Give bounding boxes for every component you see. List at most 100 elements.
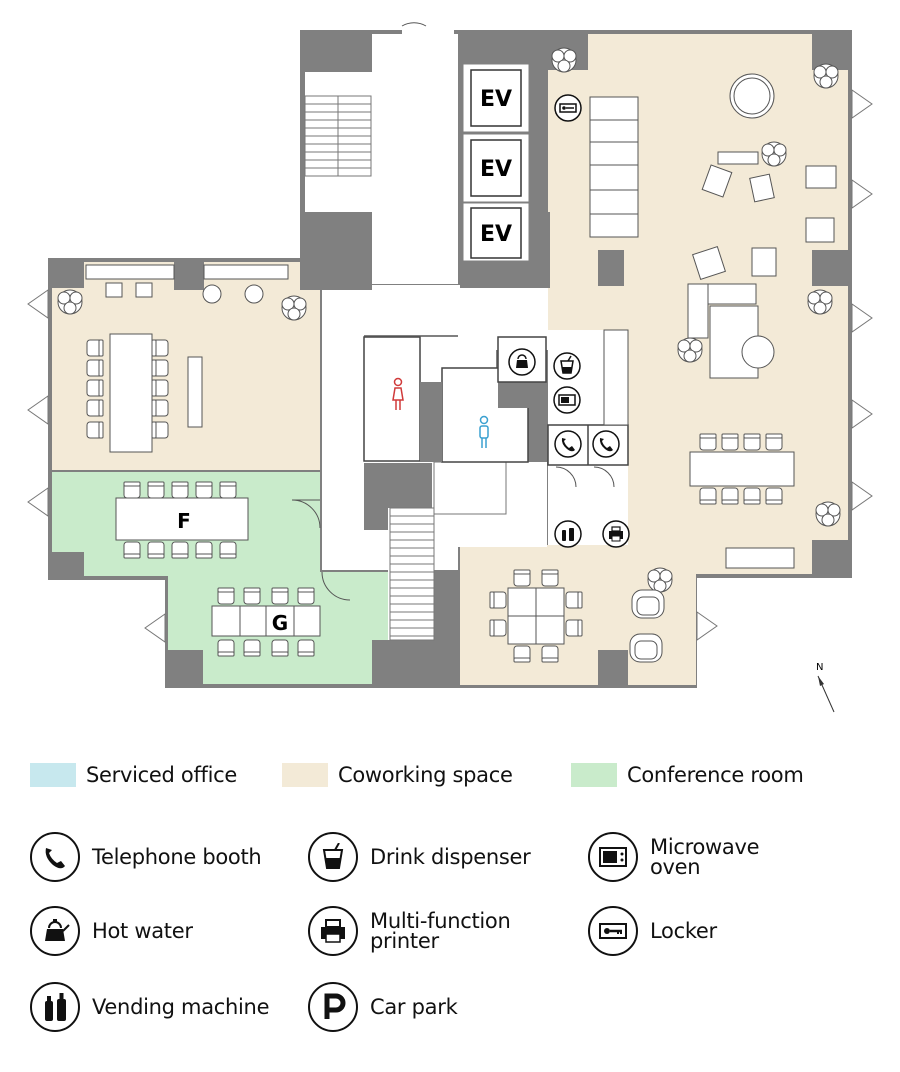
microwave-icon [553,386,581,414]
serviced-office-label: Serviced office [86,763,238,787]
chair [86,339,104,357]
elevator-label-2: EV [480,157,512,182]
bottom-coworking-furniture [507,587,665,663]
chair [565,591,583,609]
staircase-south [389,461,507,641]
legend-conference-room: Conference room [571,760,804,790]
staircase-north [304,95,372,177]
elevator-label-3: EV [480,222,512,247]
legend-serviced-office: Serviced office [30,760,237,790]
vending-machine-label: Vending machine [92,995,270,1019]
printer-icon [308,906,358,956]
chair [217,587,235,605]
chair [151,379,169,397]
compass-label: N [816,662,823,673]
legend-telephone-booth: Telephone booth [30,832,262,882]
chair [86,379,104,397]
serviced-office-swatch [30,763,76,787]
legend-microwave-oven: Microwave oven [588,832,760,882]
restrooms [363,336,547,463]
legend-coworking-space: Coworking space [282,760,513,790]
telephone-booth-icon-1 [554,430,582,458]
female-restroom-icon [392,377,404,410]
conference-room-g: G [211,571,351,637]
chair [86,359,104,377]
elevator-label-1: EV [480,87,512,112]
legend-vending-machine: Vending machine [30,982,270,1032]
chair [541,569,559,587]
chair [743,433,761,451]
pantry-area [547,329,629,488]
chair [513,645,531,663]
chair [171,541,189,559]
chair [147,481,165,499]
chair [151,339,169,357]
chair [565,619,583,637]
chair [243,587,261,605]
chair [219,481,237,499]
chair [217,639,235,657]
kettle-icon [30,906,80,956]
legend-car-park: Car park [308,982,458,1032]
chair [243,639,261,657]
chair [721,487,739,505]
chair [123,541,141,559]
drink-dispenser-label: Drink dispenser [370,845,531,869]
chair [151,421,169,439]
chair [271,639,289,657]
parking-icon [308,982,358,1032]
locker-icon [554,94,582,122]
legend-printer: Multi-function printer [308,906,511,956]
drink-dispenser-icon [553,352,581,380]
chair [151,399,169,417]
locker-label: Locker [650,919,717,943]
telephone-booth-icon-2 [592,430,620,458]
hot-water-label: Hot water [92,919,193,943]
conference-room-g-label: G [272,611,288,635]
chair [699,433,717,451]
chair [86,421,104,439]
elevators: EV EV EV [462,63,530,262]
telephone-icon [30,832,80,882]
coworking-space-label: Coworking space [338,763,513,787]
legend-hot-water: Hot water [30,906,193,956]
right-coworking-furniture [551,47,841,593]
chair [151,359,169,377]
windows [27,89,873,643]
chair [489,619,507,637]
compass: N [816,662,835,713]
chair [721,433,739,451]
chair [297,639,315,657]
car-park-label: Car park [370,995,458,1019]
male-restroom-icon [479,415,489,448]
chair [86,399,104,417]
printer-label: Multi-function printer [370,909,511,953]
kettle-icon [508,348,536,376]
telephone-booth-label: Telephone booth [92,845,262,869]
drink-icon [308,832,358,882]
bottles-icon [30,982,80,1032]
chair [123,481,141,499]
chair [297,587,315,605]
conference-room-f-label: F [177,509,191,533]
key-icon [588,906,638,956]
chair [513,569,531,587]
conference-room-swatch [571,763,617,787]
microwave-icon [588,832,638,882]
chair [765,433,783,451]
conference-room-label: Conference room [627,763,804,787]
chair [171,481,189,499]
legend-drink-dispenser: Drink dispenser [308,832,531,882]
chair [219,541,237,559]
vending-machine-icon [554,520,582,548]
floor-amenity-icons [508,94,630,548]
chair [147,541,165,559]
chair [195,481,213,499]
chair [271,587,289,605]
chair [743,487,761,505]
coworking-space-swatch [282,763,328,787]
chair [765,487,783,505]
chair [699,487,717,505]
printer-icon [602,520,630,548]
floor-plan: EV EV EV [27,22,873,713]
